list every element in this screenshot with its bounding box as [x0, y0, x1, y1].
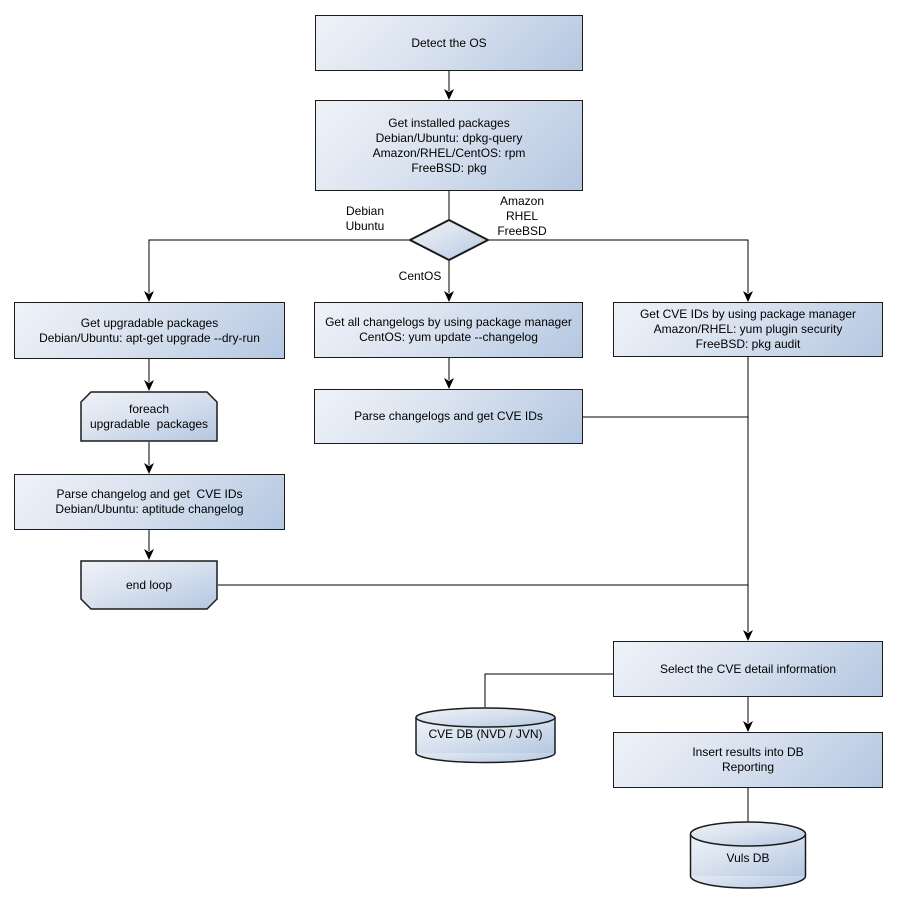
node-label-line: Parse changelogs and get CVE IDs: [354, 409, 543, 423]
node-label-line: Parse changelog and get CVE IDs: [56, 487, 243, 501]
node-insert-results: Insert results into DB Reporting: [613, 732, 883, 788]
edge-label-line: CentOS: [398, 269, 442, 283]
node-parse-changelogs-centos: Parse changelogs and get CVE IDs: [314, 389, 583, 444]
node-label-line: Detect the OS: [411, 35, 487, 50]
node-vuls-db-cylinder: [689, 821, 807, 889]
node-foreach-loop-shape: [80, 391, 218, 442]
edge-label-line: Ubuntu: [345, 219, 385, 233]
node-label-line: Amazon/RHEL: yum plugin security: [653, 322, 843, 336]
node-label-line: Get installed packages: [388, 115, 510, 130]
node-get-upgradable-packages: Get upgradable packages Debian/Ubuntu: a…: [14, 302, 285, 359]
node-label-line: FreeBSD: pkg: [411, 160, 487, 175]
node-get-cve-ids-pkg-manager: Get CVE IDs by using package manager Ama…: [613, 302, 883, 357]
node-label-line: FreeBSD: pkg audit: [695, 337, 801, 351]
node-get-all-changelogs: Get all changelogs by using package mana…: [314, 302, 583, 358]
node-label-line: Get all changelogs by using package mana…: [325, 315, 572, 329]
node-label-line: Get upgradable packages: [80, 315, 219, 330]
edge-label-line: Debian: [345, 204, 385, 218]
edge-label-line: FreeBSD: [497, 224, 547, 238]
node-label-line: Get CVE IDs by using package manager: [639, 307, 857, 321]
node-detect-os: Detect the OS: [315, 15, 583, 71]
edge-label-amazon-rhel-freebsd: Amazon RHEL FreeBSD: [487, 194, 557, 239]
edge-arrowheads: [144, 89, 753, 732]
node-label-line: Amazon/RHEL/CentOS: rpm: [372, 145, 526, 160]
node-label-line: Debian/Ubuntu: dpkg-query: [375, 130, 523, 145]
node-label-line: CentOS: yum update --changelog: [359, 330, 538, 344]
edge-select-to-cvedb: [484, 673, 614, 707]
node-label-line: Insert results into DB: [692, 745, 804, 759]
node-label-line: Reporting: [721, 760, 775, 774]
node-end-loop-shape: [80, 560, 218, 610]
edge-lines: [148, 71, 749, 822]
node-label-line: Select the CVE detail information: [659, 661, 837, 676]
node-parse-changelog-debian: Parse changelog and get CVE IDs Debian/U…: [14, 474, 285, 530]
edge-decision-to-cveids: [488, 239, 749, 293]
edge-label-line: RHEL: [505, 209, 538, 223]
edge-decision-to-upgradable: [148, 239, 410, 293]
node-cve-db-cylinder: [415, 707, 556, 764]
node-get-installed-packages: Get installed packages Debian/Ubuntu: dp…: [315, 100, 583, 191]
node-label-line: Debian/Ubuntu: apt-get upgrade --dry-run: [39, 330, 260, 345]
node-os-decision-diamond: [407, 218, 491, 262]
edge-label-centos: CentOS: [390, 269, 450, 284]
node-label-line: Debian/Ubuntu: aptitude changelog: [55, 502, 244, 516]
edge-label-line: Amazon: [499, 194, 545, 208]
edge-label-debian-ubuntu: Debian Ubuntu: [330, 204, 400, 234]
node-select-cve-detail: Select the CVE detail information: [613, 641, 883, 697]
